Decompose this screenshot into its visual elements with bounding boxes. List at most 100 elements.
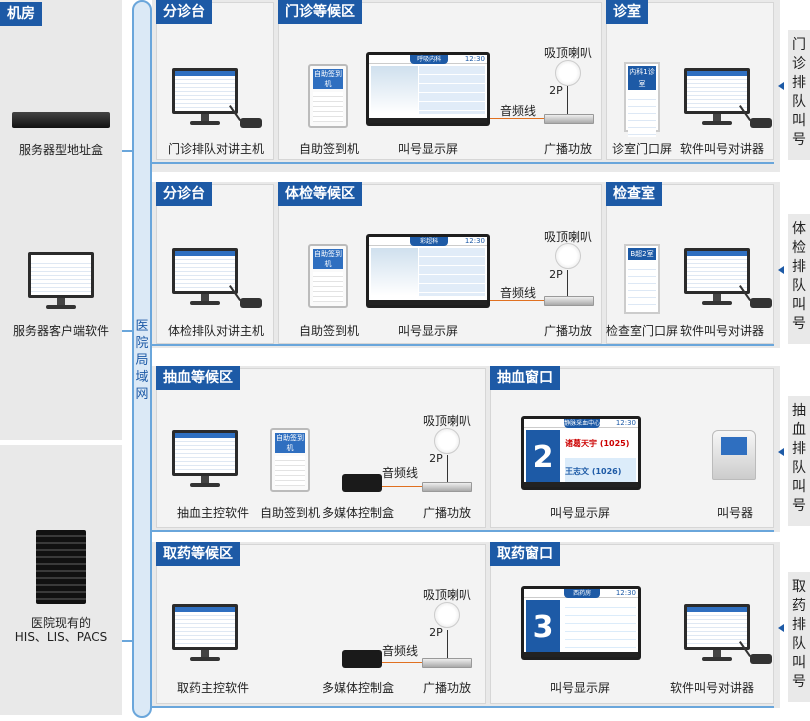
pair-label: 2P: [429, 452, 443, 465]
intercom-label: 软件叫号对讲器: [679, 324, 765, 338]
kiosk-icon: 自助签到机: [270, 428, 310, 492]
server-box-label: 服务器型地址盒: [18, 143, 104, 157]
audio-wire: [490, 300, 544, 301]
caller-label: 叫号器: [716, 506, 754, 520]
speaker-label: 吸顶喇叭: [422, 414, 472, 428]
waiting-header: 门诊等候区: [278, 0, 362, 24]
triage-header: 分诊台: [156, 0, 212, 24]
microphone-icon: [750, 298, 772, 308]
caller-device-icon: [712, 430, 756, 480]
amp-label: 广播功放: [543, 324, 593, 338]
media-box-icon: [342, 650, 382, 668]
speaker-wire: [567, 270, 568, 298]
screen-title: 西药房: [563, 589, 601, 598]
his-label-line2: HIS、LIS、PACS: [14, 630, 108, 644]
screen-clock: 12:30: [464, 237, 485, 245]
microphone-icon: [240, 118, 262, 128]
his-label-line1: 医院现有的: [30, 616, 92, 630]
screen-title: 彩超科: [410, 237, 449, 246]
display-label: 叫号显示屏: [397, 142, 459, 156]
amp-label: 广播功放: [422, 506, 472, 520]
amp-label: 广播功放: [543, 142, 593, 156]
software-label: 取药主控软件: [176, 681, 250, 695]
door-screen-icon: 内科1诊室: [624, 62, 660, 137]
intercom-monitor-icon: [684, 604, 750, 664]
media-box-label: 多媒体控制盒: [321, 506, 395, 520]
amp-label: 广播功放: [422, 681, 472, 695]
side-label-pharmacy: 取药排队叫号: [788, 572, 810, 702]
media-box-icon: [342, 474, 382, 492]
lan-branch: [150, 162, 774, 164]
arrow-icon: [778, 266, 784, 274]
arrow-icon: [778, 624, 784, 632]
audio-wire-label: 音频线: [381, 644, 419, 658]
waiting-name: 王志文 (1026): [565, 458, 636, 485]
room-header: 检查室: [606, 182, 662, 206]
kiosk-label: 自助签到机: [259, 506, 321, 520]
queue-display-screen: 西药房 12:30 3: [521, 586, 641, 660]
kiosk-icon: 自助签到机: [308, 244, 348, 308]
speaker-label: 吸顶喇叭: [543, 46, 593, 60]
calling-name: 诸葛天宇 (1025): [565, 430, 636, 457]
microphone-icon: [750, 654, 772, 664]
intercom-monitor-icon: [684, 248, 750, 308]
blood-window-header: 抽血窗口: [490, 366, 560, 390]
speaker-wire: [447, 630, 448, 658]
lan-link: [122, 330, 134, 332]
door-screen-icon: B超2室: [624, 244, 660, 314]
kiosk-title: 自助签到机: [313, 69, 343, 89]
blood-waiting-header: 抽血等候区: [156, 366, 240, 390]
lan-link: [122, 150, 134, 152]
ceiling-speaker-icon: [555, 60, 581, 86]
lan-branch: [150, 344, 774, 346]
display-label: 叫号显示屏: [397, 324, 459, 338]
pharmacy-window-header: 取药窗口: [490, 542, 560, 566]
hospital-lan-bus: [132, 0, 152, 718]
amplifier-icon: [544, 114, 594, 124]
server-client-monitor-icon: [28, 252, 94, 312]
audio-wire-label: 音频线: [499, 286, 537, 300]
kiosk-icon: 自助签到机: [308, 64, 348, 128]
pair-label: 2P: [549, 268, 563, 281]
queue-display-screen: 彩超科 12:30: [366, 234, 490, 308]
host-monitor-icon: [172, 68, 238, 128]
kiosk-label: 自助签到机: [298, 142, 360, 156]
software-label: 抽血主控软件: [176, 506, 250, 520]
amplifier-icon: [422, 658, 472, 668]
microphone-icon: [750, 118, 772, 128]
host-label: 门诊排队对讲主机: [167, 142, 265, 156]
arrow-icon: [778, 82, 784, 90]
screen-title: 静脉采血中心: [563, 419, 601, 428]
speaker-wire: [447, 455, 448, 483]
server-client-label: 服务器客户端软件: [12, 324, 110, 338]
server-box-icon: [12, 112, 110, 128]
door-screen-label: 检查室门口屏: [605, 324, 679, 338]
host-monitor-icon: [172, 248, 238, 308]
software-monitor-icon: [172, 604, 238, 664]
lan-branch: [150, 706, 774, 708]
ceiling-speaker-icon: [434, 428, 460, 454]
side-label-blood: 抽血排队叫号: [788, 396, 810, 526]
screen-clock: 12:30: [615, 589, 636, 597]
room-header: 诊室: [606, 0, 648, 24]
machine-room-header: 机房: [0, 2, 42, 26]
pair-label: 2P: [429, 626, 443, 639]
waiting-header: 体检等候区: [278, 182, 362, 206]
door-title: B超2室: [628, 248, 656, 260]
media-box-label: 多媒体控制盒: [321, 681, 395, 695]
speaker-label: 吸顶喇叭: [543, 230, 593, 244]
triage-header: 分诊台: [156, 182, 212, 206]
audio-wire-label: 音频线: [499, 104, 537, 118]
intercom-label: 软件叫号对讲器: [669, 681, 755, 695]
window-number: 3: [526, 600, 561, 656]
audio-wire: [382, 662, 424, 663]
audio-wire: [490, 118, 544, 119]
arrow-icon: [778, 448, 784, 456]
pharmacy-waiting-header: 取药等候区: [156, 542, 240, 566]
screen-clock: 12:30: [615, 419, 636, 427]
software-monitor-icon: [172, 430, 238, 490]
microphone-icon: [240, 298, 262, 308]
hospital-lan-label: 医院局域网: [135, 319, 149, 402]
amplifier-icon: [544, 296, 594, 306]
